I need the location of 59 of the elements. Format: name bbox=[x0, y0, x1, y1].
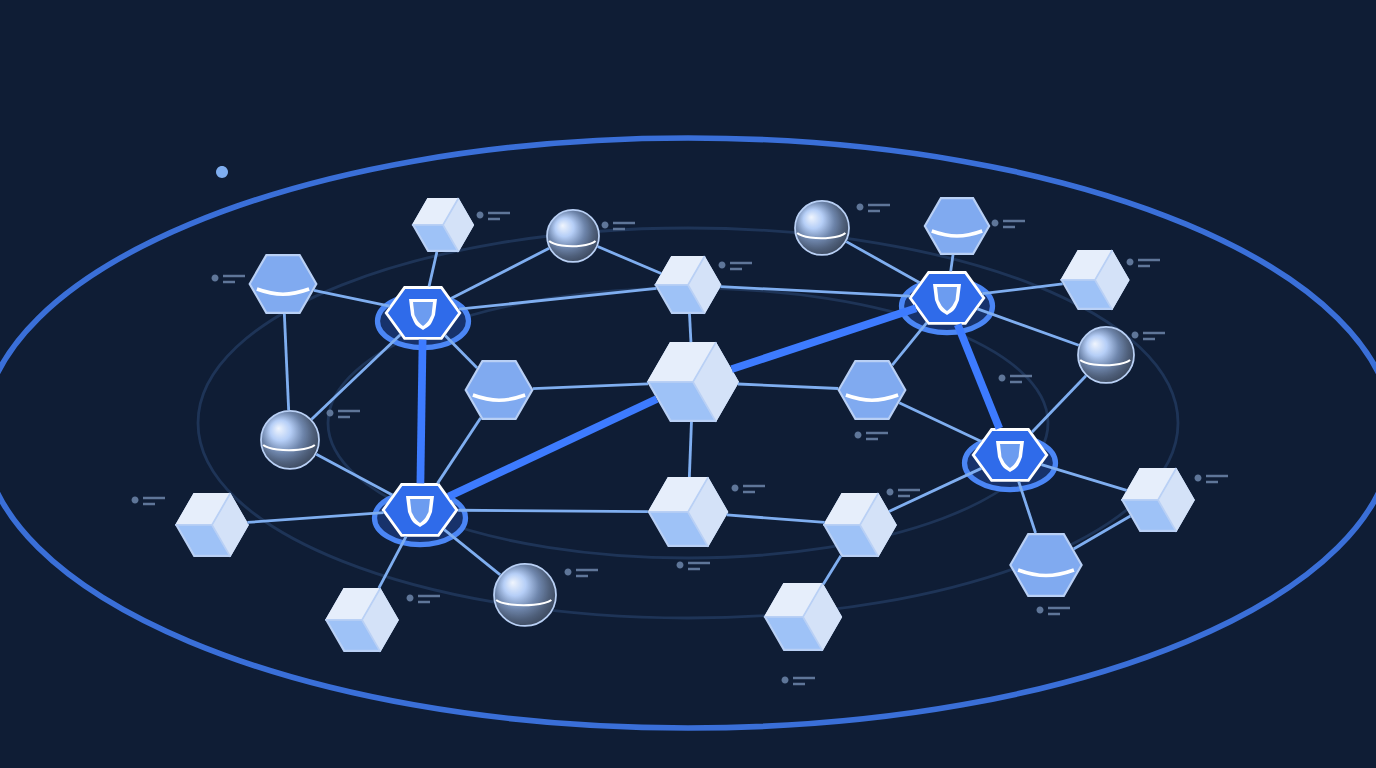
connector-line bbox=[730, 304, 918, 373]
sphere-icon bbox=[1077, 326, 1135, 384]
connector-line bbox=[436, 417, 482, 485]
shield-hub-icon bbox=[374, 286, 472, 351]
cube-icon bbox=[653, 255, 722, 315]
connector-line bbox=[447, 395, 659, 501]
connector-line bbox=[427, 251, 439, 287]
connector-line bbox=[845, 240, 921, 284]
connector-line bbox=[954, 323, 1003, 430]
hexagon-icon bbox=[923, 197, 991, 255]
connector-line bbox=[891, 322, 928, 367]
hexagon-icon bbox=[248, 254, 318, 314]
cube-icon bbox=[1120, 467, 1195, 533]
hexagon-icon bbox=[464, 360, 534, 420]
connector-line bbox=[458, 286, 657, 311]
cube-icon bbox=[762, 582, 843, 652]
connector-line bbox=[1030, 374, 1088, 434]
shield-hub-icon bbox=[371, 483, 469, 548]
connector-line bbox=[443, 528, 502, 576]
connector-line bbox=[726, 513, 825, 524]
connector-line bbox=[313, 289, 390, 308]
cube-icon bbox=[646, 476, 729, 548]
sphere-icon bbox=[493, 563, 557, 627]
connector-line bbox=[247, 511, 384, 524]
cube-icon bbox=[174, 492, 249, 558]
connector-line bbox=[315, 452, 394, 497]
connector-line bbox=[982, 282, 1063, 296]
connector-line bbox=[597, 245, 662, 275]
cube-icon bbox=[324, 587, 399, 653]
cube-icon bbox=[1059, 249, 1130, 311]
connector-line bbox=[888, 467, 982, 513]
cube-icon bbox=[646, 341, 740, 423]
connector-line bbox=[1041, 463, 1128, 492]
connector-line bbox=[532, 382, 649, 390]
cube-icon bbox=[822, 492, 897, 558]
connector-line bbox=[949, 254, 955, 272]
connector-line bbox=[377, 535, 408, 589]
connector-line bbox=[458, 508, 648, 514]
sphere-icon bbox=[794, 200, 850, 256]
connector-line bbox=[977, 307, 1080, 347]
connector-line bbox=[898, 401, 982, 443]
cube-icon bbox=[411, 197, 475, 253]
connector-line bbox=[1017, 481, 1037, 534]
sphere-icon bbox=[260, 410, 320, 470]
shield-hub-icon bbox=[898, 271, 996, 336]
connector-line bbox=[822, 555, 843, 585]
connector-line bbox=[688, 313, 693, 343]
connector-line bbox=[282, 313, 291, 411]
connector-line bbox=[720, 285, 911, 298]
shield-hub-icon bbox=[961, 428, 1059, 493]
connector-line bbox=[450, 247, 550, 300]
hexagon-icon bbox=[837, 360, 907, 420]
connector-line bbox=[737, 382, 839, 390]
connector-line bbox=[310, 333, 402, 421]
connector-line bbox=[1072, 514, 1132, 551]
connector-line bbox=[687, 421, 693, 478]
sphere-icon bbox=[546, 209, 600, 263]
hexagon-icon bbox=[1009, 533, 1083, 597]
connector-line bbox=[444, 334, 479, 369]
